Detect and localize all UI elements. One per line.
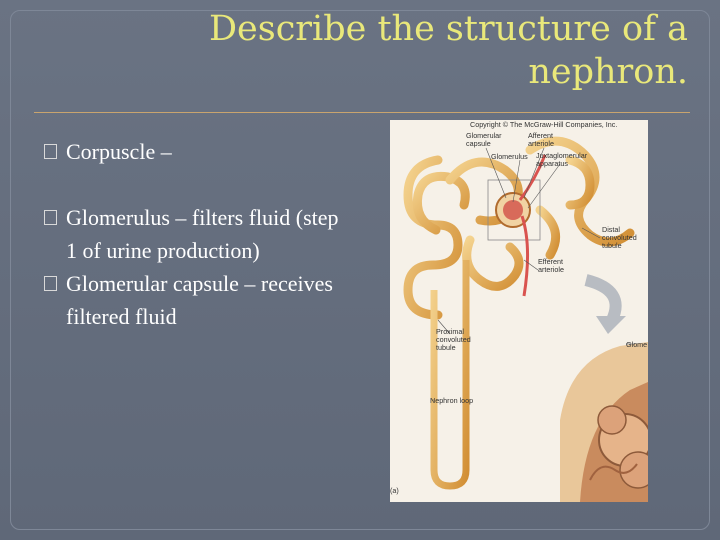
glomerulus	[487, 154, 547, 297]
label-glomerular-capsule: Glomerular	[466, 131, 502, 140]
bullet-item: Corpuscle –	[44, 135, 354, 168]
bullet-box-icon	[44, 144, 57, 159]
label-distal-tubule-2: convoluted	[602, 233, 637, 242]
slide-frame	[10, 10, 710, 530]
label-proximal-tubule-2: convoluted	[436, 335, 471, 344]
label-proximal-tubule-3: tubule	[436, 343, 456, 352]
label-juxtaglomerular: Juxtaglomerular	[536, 151, 588, 160]
bullet-text: Corpuscle –	[66, 139, 172, 164]
bullet-item: Glomerular capsule – receives filtered f…	[44, 267, 354, 333]
leader-lines	[432, 147, 635, 401]
label-proximal-tubule: Proximal	[436, 327, 464, 336]
title-divider	[34, 112, 690, 113]
label-glome-cut: Glome	[626, 340, 647, 349]
nephron-loop	[430, 260, 470, 490]
label-glomerular-capsule-2: capsule	[466, 139, 491, 148]
label-distal-tubule: Distal	[602, 225, 620, 234]
bullet-list: Corpuscle – Glomerulus – filters fluid (…	[44, 135, 354, 333]
kidney-section	[560, 342, 648, 502]
bullet-text: Glomerular capsule – receives filtered f…	[66, 271, 333, 329]
bullet-text: Glomerulus – filters fluid (step 1 of ur…	[66, 205, 339, 263]
label-afferent-arteriole-2: arteriole	[528, 139, 554, 148]
label-afferent-arteriole: Afferent	[528, 131, 553, 140]
label-juxtaglomerular-2: apparatus	[536, 159, 568, 168]
curved-arrow	[584, 274, 622, 323]
label-efferent-arteriole: Efferent	[538, 257, 563, 266]
label-distal-tubule-3: tubule	[602, 241, 622, 250]
copyright-label: Copyright © The McGraw-Hill Companies, I…	[470, 120, 617, 129]
label-glomerulus: Glomerulus	[491, 152, 528, 161]
bullet-item: Glomerulus – filters fluid (step 1 of ur…	[44, 201, 354, 267]
nephron-figure: Copyright © The McGraw-Hill Companies, I…	[390, 120, 648, 502]
title-line-2: nephron.	[528, 52, 688, 92]
bullet-box-icon	[44, 210, 57, 225]
label-panel: (a)	[390, 486, 399, 495]
label-efferent-arteriole-2: arteriole	[538, 265, 564, 274]
label-nephron-loop: Nephron loop	[430, 396, 473, 405]
convoluted-tubules	[403, 136, 635, 320]
bullet-box-icon	[44, 276, 57, 291]
nephron-diagram: Copyright © The McGraw-Hill Companies, I…	[390, 120, 648, 502]
title-line-1: Describe the structure of a	[208, 9, 688, 49]
slide-title: Describe the structure of a nephron.	[128, 8, 688, 94]
